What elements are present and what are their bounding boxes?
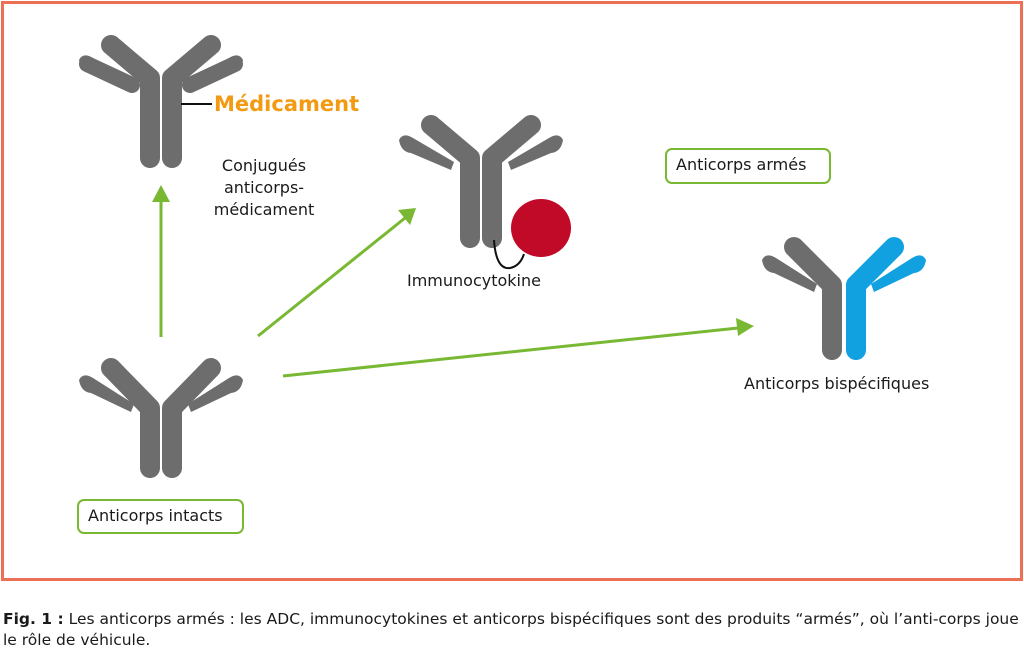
diagram-canvas (79, 35, 926, 478)
arrow-to-immunocytokine (257, 208, 416, 338)
caption-prefix: Fig. 1 : (3, 610, 64, 628)
intact-antibody (79, 358, 243, 478)
drug-label: Médicament (214, 92, 360, 116)
arrow-to-bispecific (282, 318, 754, 378)
adc-label-line-1: Conjugués (221, 156, 307, 175)
immunocytokine-antibody (399, 115, 563, 248)
figure-caption: Fig. 1 : Les anticorps armés : les ADC, … (3, 609, 1021, 651)
immunocytokine-label: Immunocytokine (407, 271, 541, 290)
caption-text: Les anticorps armés : les ADC, immunocyt… (3, 610, 1019, 649)
cytokine-linker (493, 239, 525, 270)
adc-label-line-2: anticorps- (223, 178, 305, 197)
adc-label: Conjugués anticorps- médicament (212, 155, 316, 221)
armed-antibodies-box: Anticorps armés (665, 148, 831, 184)
intact-antibodies-box: Anticorps intacts (77, 499, 244, 534)
adc-antibody (79, 35, 243, 168)
bispecific-label: Anticorps bispécifiques (744, 374, 930, 393)
arrow-to-adc (152, 185, 170, 337)
adc-label-line-3: médicament (213, 200, 315, 219)
figure-frame (1, 1, 1023, 581)
cytokine-circle (511, 199, 571, 257)
bispecific-antibody (762, 237, 926, 360)
